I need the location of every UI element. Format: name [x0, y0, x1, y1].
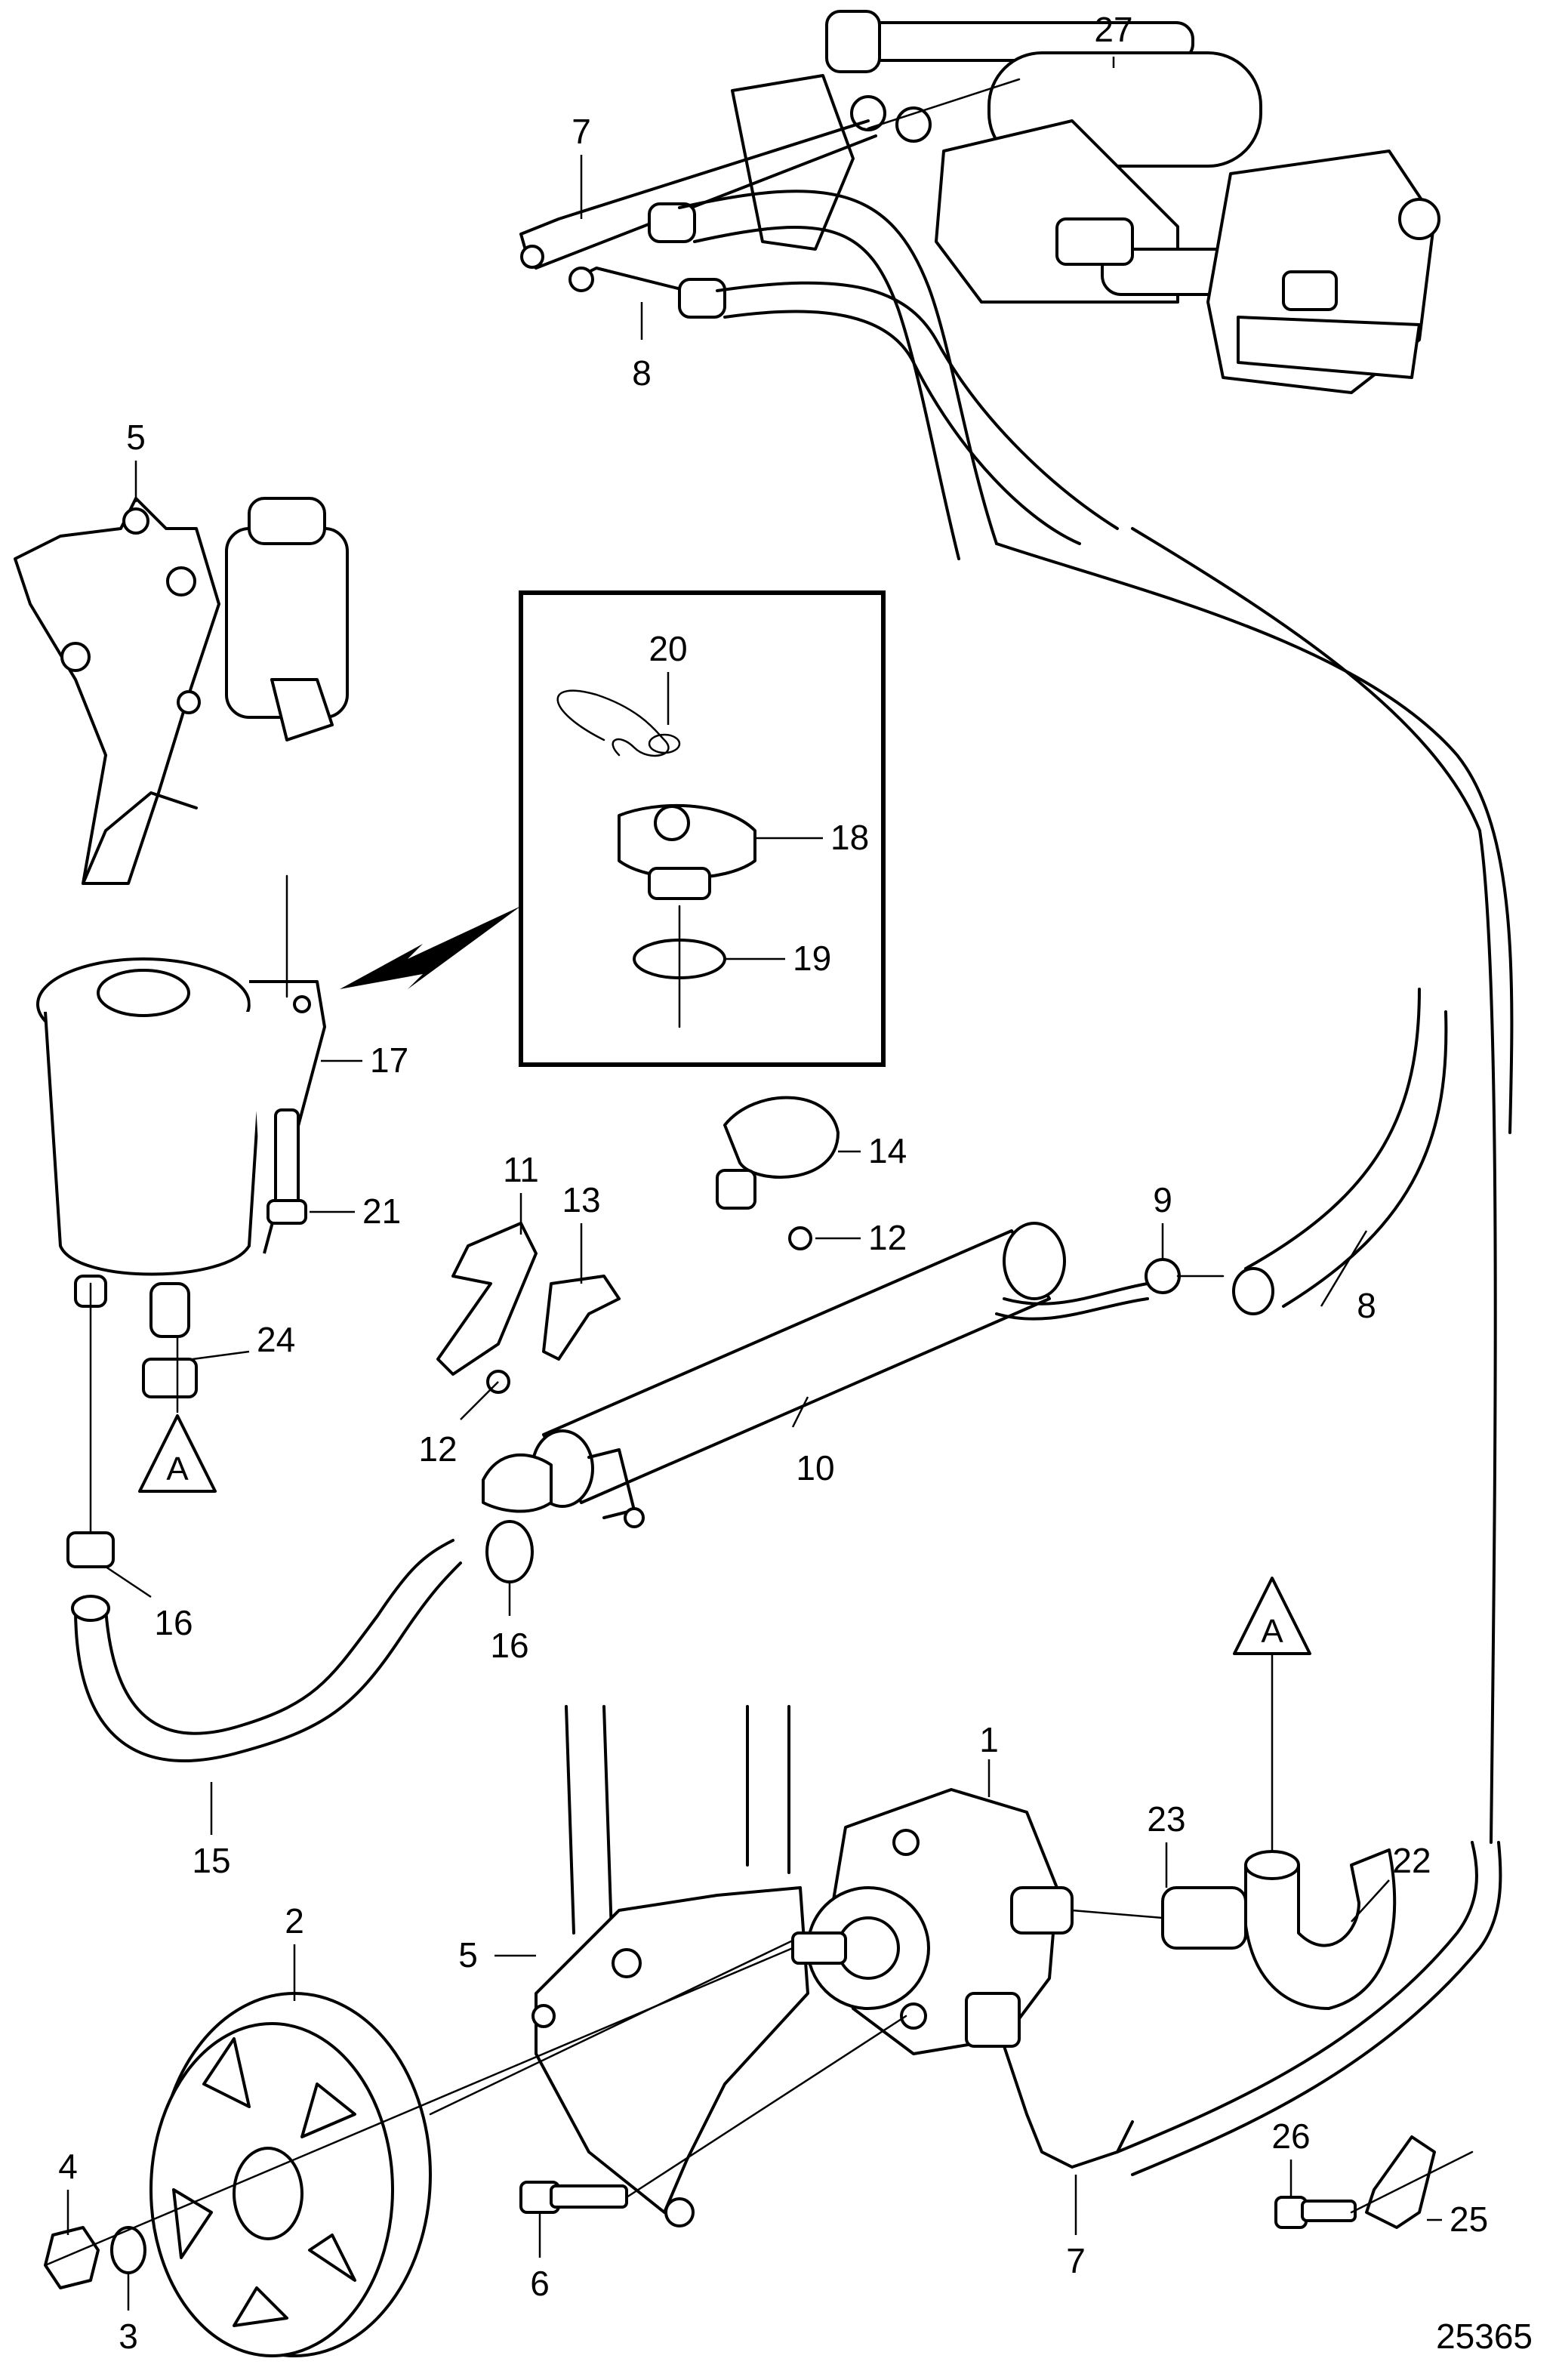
label-16-left: 16: [154, 1603, 193, 1642]
lower-hose-7: [1116, 1841, 1502, 2176]
reference-triangle-lower: A: [1233, 1577, 1311, 1655]
label-3: 3: [119, 2317, 138, 2356]
bolt-6: [519, 2181, 628, 2214]
oil-cooler-10: [482, 1222, 1149, 1528]
reservoir-17: [36, 874, 326, 1338]
nut-4: [44, 2226, 100, 2289]
label-25: 25: [1450, 2200, 1488, 2239]
label-18: 18: [830, 818, 869, 857]
elbow-hose-22: [1244, 1848, 1397, 2010]
label-9: 9: [1153, 1180, 1172, 1219]
label-13: 13: [562, 1180, 600, 1219]
label-6: 6: [530, 2264, 550, 2303]
part-labels: 27 7 8 5 20 18 19 17 21 14 12 11 13 9 8 …: [58, 10, 1488, 2356]
label-15: 15: [192, 1841, 230, 1880]
power-steering-pump-1: [791, 1788, 1134, 2169]
label-17: 17: [370, 1040, 408, 1080]
reference-a-upper: A: [166, 1451, 189, 1488]
steering-cylinder-27: [731, 10, 1440, 394]
label-1: 1: [979, 1720, 999, 1759]
label-12-upper: 12: [868, 1218, 907, 1257]
assembly-lines: [44, 78, 1474, 2267]
label-4: 4: [58, 2147, 78, 2186]
brackets-11-13-14: [436, 1096, 840, 1394]
bracket-5-lower: [531, 1705, 809, 2227]
label-12-lower: 12: [418, 1429, 457, 1469]
label-20: 20: [649, 629, 687, 668]
label-5-upper: 5: [126, 418, 146, 457]
label-22: 22: [1392, 1841, 1431, 1880]
bracket-5-upper: [14, 497, 349, 885]
inset-cap-detail: [519, 590, 886, 1067]
label-21: 21: [362, 1192, 401, 1231]
label-14: 14: [868, 1131, 907, 1170]
label-10: 10: [796, 1448, 834, 1488]
pulley-2: [149, 1992, 432, 2357]
direction-arrow: [340, 906, 521, 989]
label-2: 2: [285, 1901, 304, 1941]
label-8-upper: 8: [632, 353, 652, 393]
fitting-23: [1161, 1886, 1247, 1950]
label-16-right: 16: [490, 1626, 528, 1665]
label-27: 27: [1094, 10, 1132, 49]
clamps-16: [66, 1520, 534, 1583]
drawing-number: 25365: [1436, 2317, 1533, 2356]
label-26: 26: [1271, 2116, 1310, 2156]
clamp-24: [142, 1358, 198, 1398]
label-8-lower: 8: [1357, 1286, 1376, 1325]
leader-lines: [66, 57, 1442, 2311]
clamp-25-bolt-26: [1274, 2135, 1436, 2229]
label-23: 23: [1147, 1799, 1185, 1839]
reference-triangle-upper: A: [138, 1414, 217, 1493]
hose-15: [71, 1282, 462, 1762]
label-24: 24: [257, 1320, 295, 1359]
long-hoses: [678, 190, 1514, 1844]
label-11: 11: [503, 1150, 539, 1189]
label-5-lower: 5: [458, 1935, 478, 1975]
label-7-upper: 7: [572, 112, 591, 151]
clamp-9: [1145, 1258, 1225, 1294]
reference-a-lower: A: [1261, 1613, 1283, 1650]
label-19: 19: [793, 939, 831, 978]
label-7-lower: 7: [1066, 2241, 1086, 2280]
bolt-21: [267, 1108, 307, 1225]
